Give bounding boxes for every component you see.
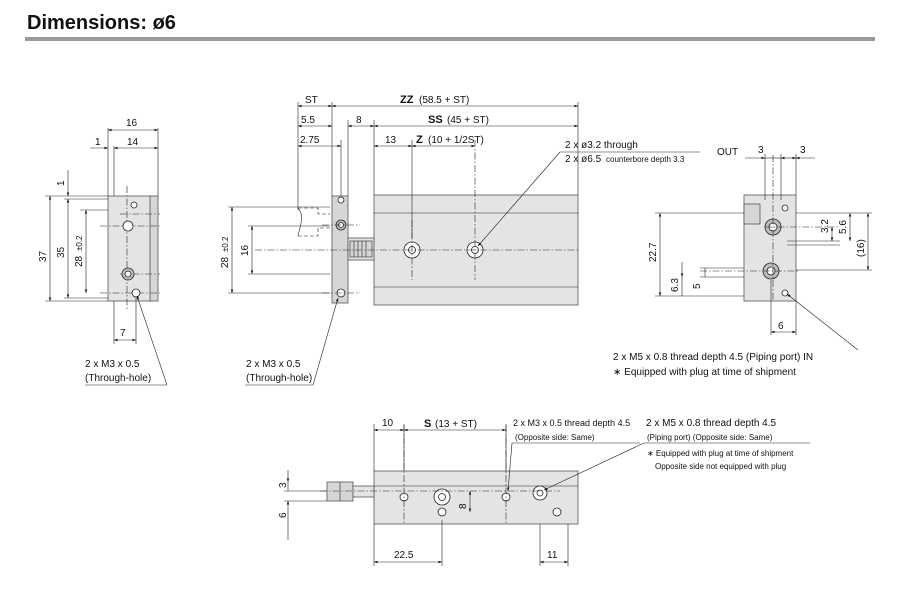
side-view: 16 1 14 1 37 35 28 ±0.2 7 2 x M3 x 0.5 (… xyxy=(38,118,168,386)
hole-note-1: 2 x ø3.2 through xyxy=(565,140,638,151)
end-plate xyxy=(331,195,349,304)
dim-3b: 3 xyxy=(800,145,806,156)
bottom-dim-3: 3 xyxy=(278,482,289,488)
dim-6-3: 6.3 xyxy=(670,278,681,292)
dim-1-v: 1 xyxy=(56,180,67,186)
dim-8: 8 xyxy=(356,115,362,126)
dim-28: 28 xyxy=(74,255,85,267)
front-dim-28: 28 xyxy=(220,256,231,268)
dim-37: 37 xyxy=(38,250,49,262)
right-view: OUT 3 3 3.2 5.6 (16) 22.7 6.3 5 6 2 x M5… xyxy=(613,145,872,378)
hole-note-2b: counterbore depth 3.3 xyxy=(606,155,685,164)
dim-11: 11 xyxy=(547,550,558,561)
port-note-2: (Piping port) (Opposite side: Same) xyxy=(647,433,773,442)
bottom-dim-6: 6 xyxy=(278,512,289,518)
zz-label: ZZ xyxy=(400,94,414,106)
dim-13: 13 xyxy=(385,135,397,146)
title-rule xyxy=(25,37,875,41)
dim-22-7: 22.7 xyxy=(648,242,659,262)
hole-note-2a: 2 x ø6.5 xyxy=(565,154,602,165)
out-label: OUT xyxy=(717,147,738,158)
port-note-1: 2 x M5 x 0.8 thread depth 4.5 xyxy=(646,418,777,429)
thread-note-2: (Opposite side: Same) xyxy=(515,433,595,442)
dim-7: 7 xyxy=(120,328,126,339)
front-view: ST ZZ (58.5 + ST) 5.5 8 SS (45 + ST) 2.7… xyxy=(220,94,700,386)
bottom-view: 10 S (13 + ST) 2 x M3 x 0.5 thread depth… xyxy=(278,418,810,566)
side-flange xyxy=(149,195,159,302)
dim-2-75: 2.75 xyxy=(300,135,320,146)
port-note: 2 x M5 x 0.8 thread depth 4.5 (Piping po… xyxy=(613,352,813,363)
dim-16: 16 xyxy=(126,118,138,129)
ss-label: SS xyxy=(428,114,443,126)
dim-14: 14 xyxy=(127,137,139,148)
dim-10: 10 xyxy=(382,418,394,429)
front-dim-16: 16 xyxy=(240,244,251,256)
dim-22-5: 22.5 xyxy=(394,550,414,561)
dim-st: ST xyxy=(305,95,318,106)
front-callout-1: 2 x M3 x 0.5 xyxy=(246,359,301,370)
dim-1: 1 xyxy=(95,137,101,148)
dim-16p: (16) xyxy=(856,239,867,257)
bottom-dim-8: 8 xyxy=(458,503,469,509)
zz-expr: (58.5 + ST) xyxy=(419,95,469,106)
side-hole-upper xyxy=(122,220,134,232)
dim-3a: 3 xyxy=(758,145,764,156)
front-callout-2: (Through-hole) xyxy=(246,373,312,384)
side-callout-2: (Through-hole) xyxy=(85,373,151,384)
page-title: Dimensions: ø6 xyxy=(27,12,176,34)
s-expr: (13 + ST) xyxy=(435,419,477,430)
right-dim-6: 6 xyxy=(778,321,784,332)
z-expr: (10 + 1/2ST) xyxy=(428,135,484,146)
plug-note-2: Opposite side not equipped with plug xyxy=(655,462,786,471)
dim-5-6: 5.6 xyxy=(838,220,849,234)
z-label: Z xyxy=(416,134,423,146)
dim-5-5: 5.5 xyxy=(301,115,315,126)
dim-3-2: 3.2 xyxy=(820,219,831,233)
side-callout-1: 2 x M3 x 0.5 xyxy=(85,359,140,370)
tol-28: ±0.2 xyxy=(75,235,84,251)
s-label: S xyxy=(424,418,431,430)
plug-note-1: ∗ Equipped with plug at time of shipment xyxy=(647,449,794,458)
dim-35: 35 xyxy=(56,246,67,258)
plug-note: ∗ Equipped with plug at time of shipment xyxy=(613,367,796,378)
side-body xyxy=(107,195,153,302)
thread-note-1: 2 x M3 x 0.5 thread depth 4.5 xyxy=(513,418,630,428)
ss-expr: (45 + ST) xyxy=(447,115,489,126)
front-tol-28: ±0.2 xyxy=(221,236,230,252)
dim-5: 5 xyxy=(692,283,703,289)
